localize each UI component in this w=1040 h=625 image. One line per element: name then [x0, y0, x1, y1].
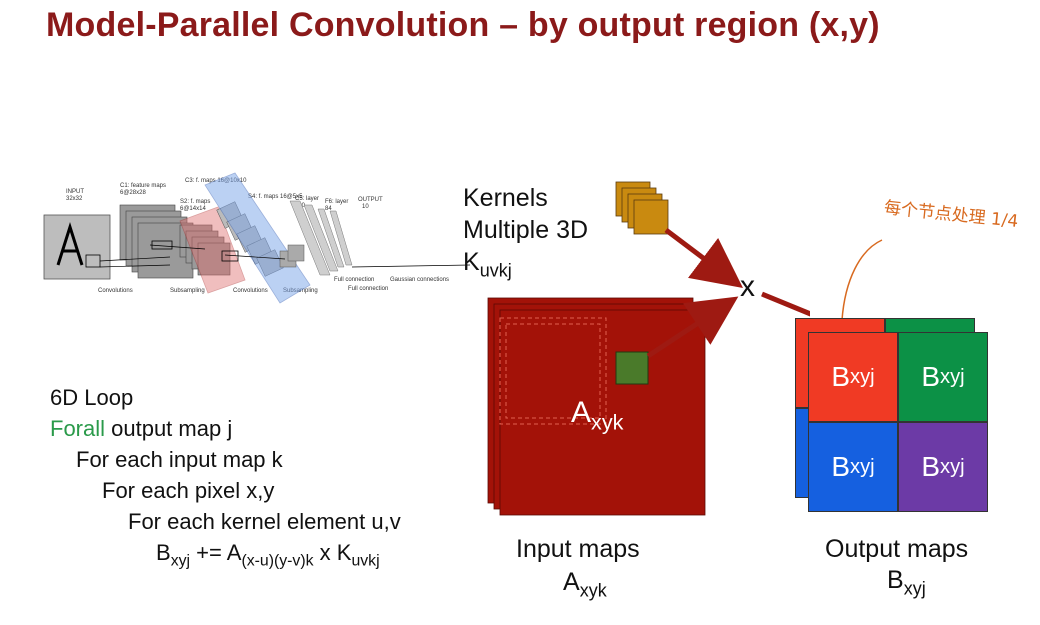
lenet-convolutions-label: Convolutions: [98, 288, 133, 294]
output-maps-symbol-base: B: [887, 566, 904, 594]
output-cell-label: B: [921, 451, 941, 482]
lenet-convolutions2-label: Convolutions: [233, 288, 268, 294]
lenet-f6-label: F6: layer: [325, 199, 348, 205]
loop-line-3: For each input map k: [76, 447, 283, 472]
kernels-symbol: Kuvkj: [463, 248, 512, 281]
input-block-label-base: A: [571, 396, 592, 429]
lenet-input-size: 32x32: [66, 196, 83, 202]
loop-formula-b-sub: xyj: [170, 552, 191, 570]
input-maps-symbol: Axyk: [563, 568, 607, 601]
input-pixel: [615, 351, 649, 385]
lenet-s4-label: S4: f. maps 16@5x5: [248, 194, 303, 200]
output-maps-caption: Output maps: [825, 535, 969, 563]
loop-formula-k-sub: uvkj: [351, 552, 380, 570]
loop-forall-keyword: Forall: [50, 416, 106, 441]
output-cell-label: B: [831, 451, 851, 482]
kernels-title: Kernels: [463, 184, 548, 212]
kernels-subtitle: Multiple 3D: [463, 216, 589, 244]
kernels-symbol-sub: uvkj: [479, 260, 512, 281]
lenet-input-label: INPUT: [66, 189, 84, 195]
kernel-arrow: [664, 228, 743, 289]
convolution-graphic: [487, 181, 810, 516]
lenet-full2-label: Full connection: [348, 286, 388, 292]
lenet-s2-size: 6@14x14: [180, 206, 206, 212]
annotation-pointer: [841, 239, 883, 321]
loop-formula-op: += A: [190, 540, 242, 565]
input-maps-symbol-base: A: [563, 568, 580, 596]
kernels-symbol-base: K: [463, 248, 480, 276]
loop-formula-b: B: [156, 540, 171, 565]
output-arrow: [761, 291, 810, 317]
loop-line-6: Bxyj += A(x-u)(y-v)k x Kuvkj: [156, 540, 380, 569]
annotation-note: 每个节点处理 1/4: [883, 197, 1020, 232]
kernel-stack: [615, 181, 669, 235]
input-maps-caption: Input maps: [516, 535, 640, 563]
loop-line-2: Forall output map j: [50, 416, 232, 442]
loop-formula-a-sub: (x-u)(y-v)k: [241, 552, 314, 570]
lenet-full1-label: Full connection: [334, 277, 374, 283]
input-maps-symbol-sub: xyk: [579, 580, 607, 601]
input-map-stack: [487, 297, 706, 516]
page-title: Model-Parallel Convolution – by output r…: [46, 6, 880, 44]
output-maps-symbol: Bxyj: [887, 566, 926, 599]
lenet-output-size: 10: [362, 204, 369, 210]
input-block-label-sub: xyk: [591, 409, 624, 435]
multiply-symbol: x: [740, 270, 755, 303]
lenet-c1-size: 6@28x28: [120, 190, 146, 196]
output-cell-label: B: [921, 361, 941, 392]
lenet-s2-label: S2: f. maps: [180, 199, 210, 205]
lenet-c5-label: C5: layer: [295, 196, 319, 202]
lenet-output-label: OUTPUT: [358, 197, 383, 203]
lenet-c1-label: C1: feature maps: [120, 183, 166, 189]
lenet-f6-size: 84: [325, 206, 332, 212]
output-cell-label: B: [831, 361, 851, 392]
lenet-diagram: INPUT 32x32 C1: feature maps 6@28x28 S2:…: [43, 172, 470, 304]
pixel-arrow: [646, 296, 739, 359]
input-block-label: Axyk: [571, 396, 623, 433]
loop-formula-x: x K: [313, 540, 352, 565]
loop-line-4: For each pixel x,y: [102, 478, 275, 503]
lenet-subsampling-label: Subsampling: [170, 288, 205, 294]
loop-line-5: For each kernel element u,v: [128, 509, 401, 534]
loop-line-2-rest: output map j: [105, 416, 233, 441]
output-maps-symbol-sub: xyj: [903, 578, 926, 599]
loop-line-1: 6D Loop: [50, 385, 134, 410]
lenet-gaussian-label: Gaussian connections: [390, 277, 449, 283]
